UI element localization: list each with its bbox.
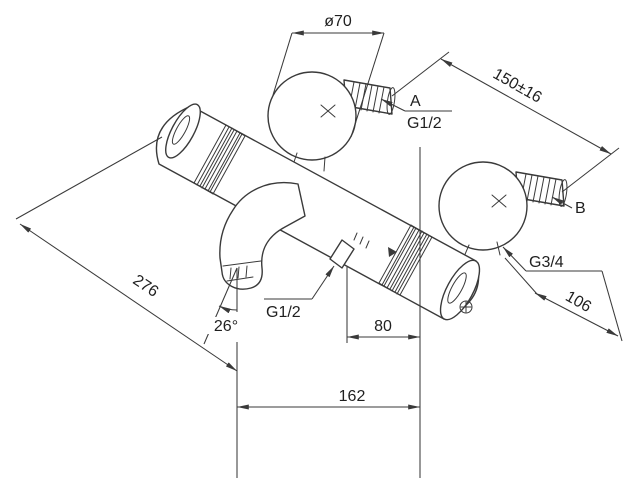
plus-mark-icon: [459, 300, 473, 314]
flow-knob: [439, 259, 481, 321]
dim-projection-162: 162: [236, 342, 421, 478]
dim-line: [534, 292, 619, 337]
temp-indicator-arrow-icon: [388, 247, 397, 257]
dim-extension-line: [504, 257, 538, 295]
right-escutcheon: [438, 161, 528, 251]
temperature-knob-lever-mark: [171, 115, 191, 145]
dim-extension-line: [601, 270, 623, 342]
thread-a-hatch: [348, 81, 385, 114]
thread-g34-text: G3/4: [529, 254, 564, 271]
callout-thread-g12-bottom: G1/2: [264, 265, 335, 321]
length-276-text: 276: [130, 272, 162, 301]
dim-diameter-70: ø70: [272, 13, 385, 138]
leader-line: [551, 196, 573, 209]
thread-b-endcap: [558, 179, 568, 207]
leader-line: [502, 246, 527, 272]
callout-inlet-a: A G1/2: [380, 93, 452, 132]
leader-line: [311, 265, 335, 300]
temperature-knob: [165, 103, 201, 159]
dim-angle-26: 26°: [203, 267, 245, 345]
projection-162-text: 162: [339, 388, 366, 405]
thread-g12-bottom-text: G1/2: [266, 304, 301, 321]
spacing-150-text: 150±16: [490, 66, 545, 107]
hose-outlet-stub: [329, 239, 355, 269]
text-backing: [207, 317, 245, 334]
angle-26-text: 26°: [214, 318, 238, 335]
left-escutcheon: [267, 71, 357, 161]
right-escutcheon-cross-icon: [491, 194, 507, 208]
depth-106-text: 106: [562, 288, 594, 316]
left-escutcheon-cross-icon: [320, 104, 336, 118]
leader-line: [380, 98, 406, 112]
knurl-ring-right: [378, 224, 433, 296]
dim-extension-line: [15, 136, 163, 220]
flow-knob-lever-mark: [447, 272, 467, 304]
callout-inlet-b: B: [551, 196, 586, 217]
inlet-a-text: A: [410, 93, 421, 110]
dim-extension-line: [350, 32, 385, 138]
temperature-scale-marks: [353, 232, 397, 257]
dim-line: [440, 58, 612, 155]
diameter-70-text: ø70: [324, 13, 352, 30]
dim-line: [19, 223, 238, 372]
angle-arc: [218, 305, 238, 314]
dim-extension-line: [272, 32, 293, 96]
dim-extension-line: [561, 147, 620, 193]
callout-thread-g34: G3/4: [502, 246, 602, 272]
inlet-b-text: B: [575, 200, 586, 217]
flow-knob-face: [439, 259, 481, 321]
knurl-ring-left: [193, 124, 246, 195]
faucet-illustration: [155, 71, 568, 321]
dim-extension-line: [391, 51, 450, 97]
offset-80-text: 80: [374, 318, 392, 335]
thread-a-text: G1/2: [407, 115, 442, 132]
dim-offset-80: 80: [346, 147, 421, 478]
